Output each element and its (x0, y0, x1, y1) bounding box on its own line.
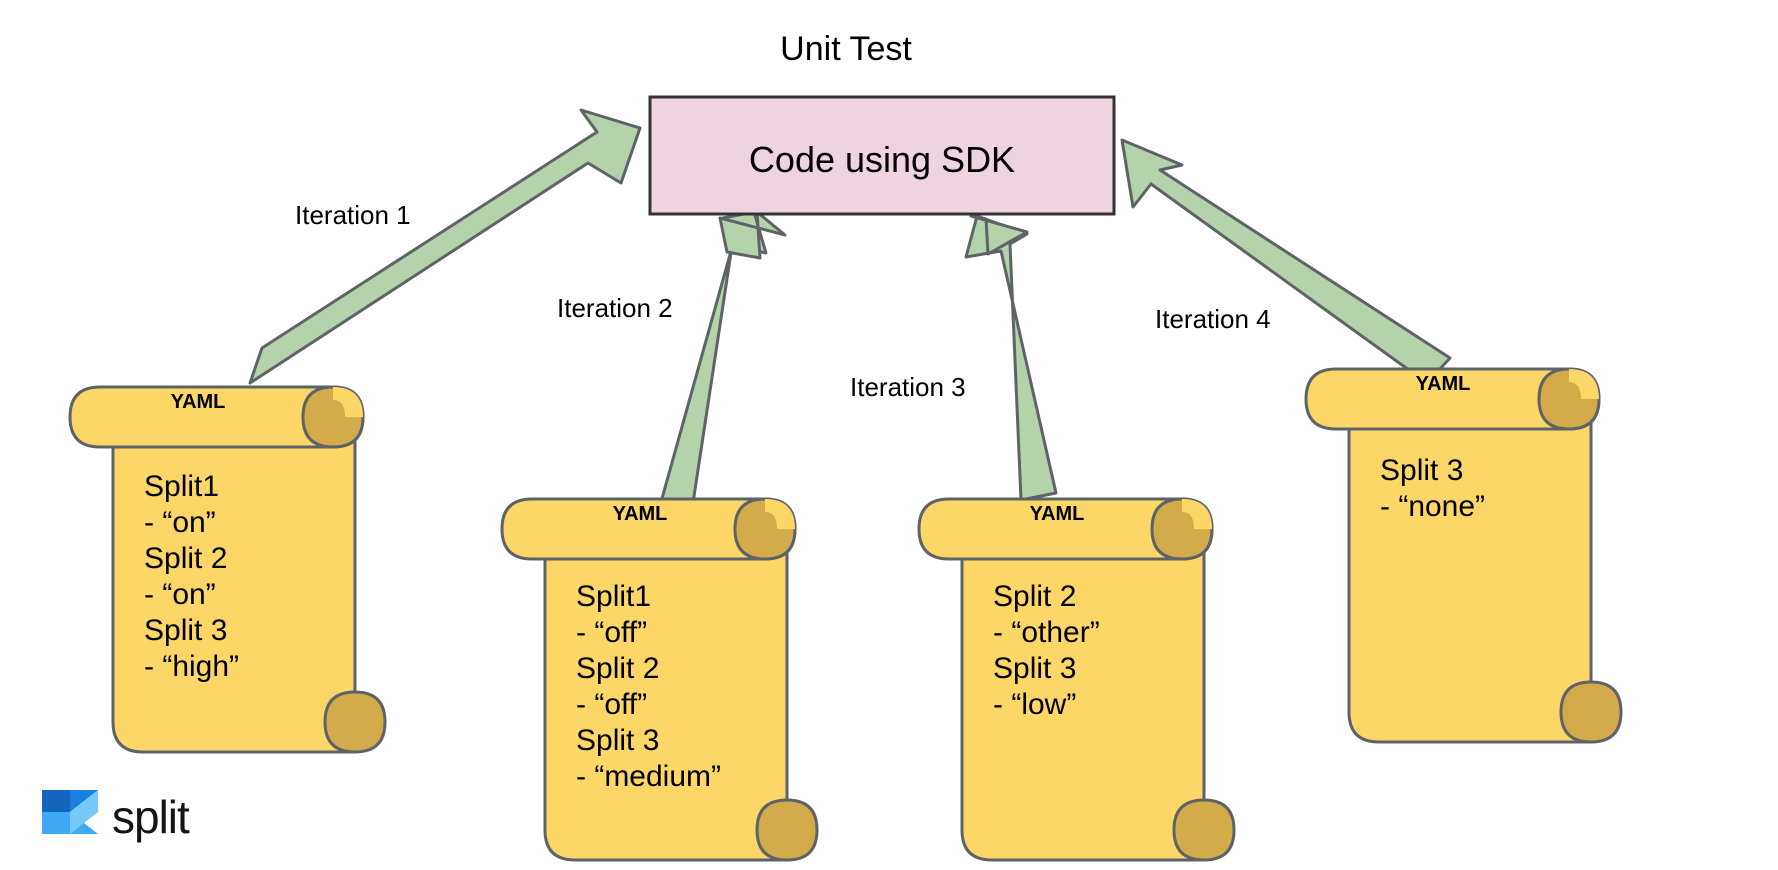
arrow-iteration-3 (964, 214, 1058, 502)
yaml-scroll-1-header: YAML (171, 391, 226, 413)
yaml-scroll-2-header: YAML (613, 503, 668, 525)
arrow-iteration-1 (248, 108, 642, 385)
central-code-box[interactable]: Code using SDK (648, 95, 1116, 216)
diagram-title: Unit Test (780, 30, 912, 68)
yaml-scroll-1-line: Split1 (144, 470, 219, 503)
arrow-label-iteration-2: Iteration 2 (557, 293, 673, 323)
arrow-label-iteration-3: Iteration 3 (850, 372, 966, 402)
yaml-scroll-2-line: Split1 (576, 580, 651, 613)
yaml-scroll-4-line: Split 3 (1380, 454, 1463, 487)
central-code-box-label: Code using SDK (749, 139, 1015, 180)
split-logo: split (42, 790, 191, 843)
split-logo-mark (42, 790, 98, 834)
arrow-label-iteration-4: Iteration 4 (1155, 304, 1271, 334)
yaml-scroll-3-line: Split 3 (993, 652, 1076, 685)
yaml-scroll-1-line: - “high” (144, 650, 239, 683)
yaml-scroll-1-line: - “on” (144, 578, 216, 611)
yaml-scroll-4-header: YAML (1416, 373, 1471, 395)
yaml-scroll-3-header: YAML (1030, 503, 1085, 525)
yaml-scroll-1-line: Split 3 (144, 614, 227, 647)
arrow-iteration-2 (654, 210, 787, 522)
yaml-scroll-2-line: - “off” (576, 688, 647, 721)
yaml-scroll-3-line: - “low” (993, 688, 1076, 721)
arrow-label-iteration-1: Iteration 1 (295, 200, 411, 230)
yaml-scroll-2-line: Split 2 (576, 652, 659, 685)
yaml-scroll-4[interactable]: YAML Split 3 - “none” (1304, 367, 1623, 744)
yaml-scroll-2[interactable]: YAML Split1 - “off” Split 2 - “off” Spli… (500, 497, 819, 862)
yaml-scroll-4-line: - “none” (1380, 490, 1485, 523)
yaml-scroll-2-line: - “off” (576, 616, 647, 649)
yaml-scroll-3-line: Split 2 (993, 580, 1076, 613)
yaml-scroll-2-line: Split 3 (576, 724, 659, 757)
arrow-iteration-4 (1120, 138, 1452, 385)
yaml-scroll-1-line: Split 2 (144, 542, 227, 575)
yaml-scroll-1[interactable]: YAML Split1 - “on” Split 2 - “on” Split … (68, 385, 387, 754)
yaml-scroll-3[interactable]: YAML Split 2 - “other” Split 3 - “low” (917, 497, 1236, 862)
yaml-scroll-2-line: - “medium” (576, 760, 721, 793)
split-logo-wordmark: split (112, 791, 190, 843)
yaml-scroll-3-line: - “other” (993, 616, 1100, 649)
yaml-scroll-1-line: - “on” (144, 506, 216, 539)
